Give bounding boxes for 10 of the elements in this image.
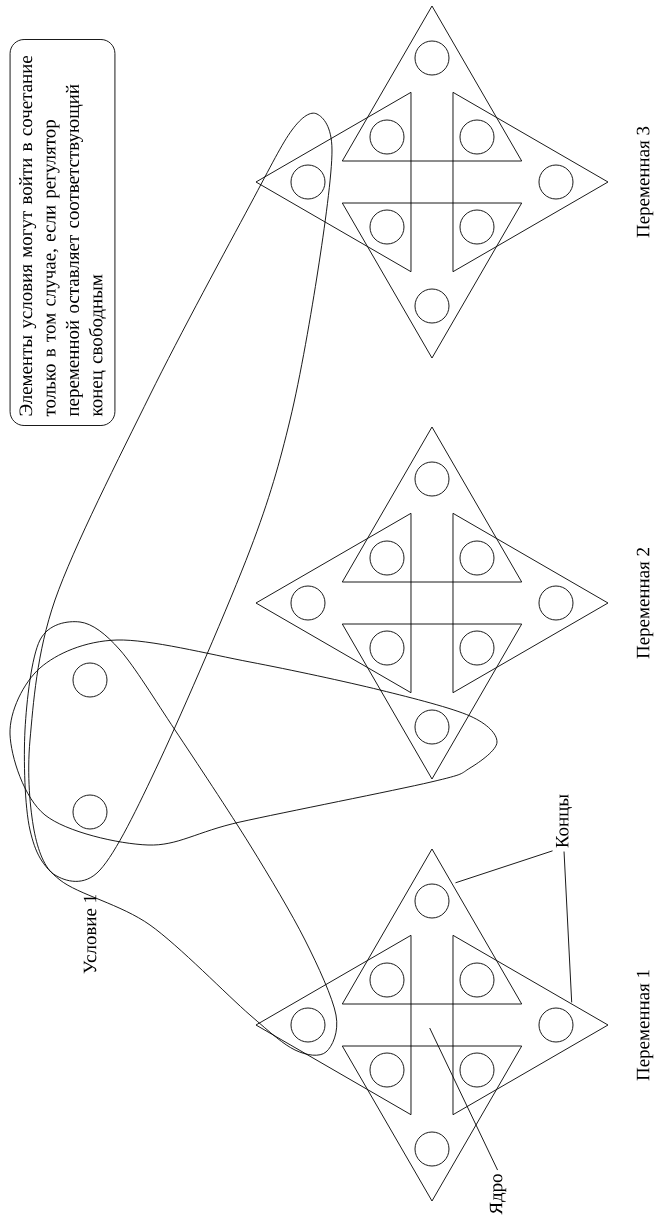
variable-label: Переменная 1 xyxy=(636,970,654,1081)
condition-label: Условие 1 xyxy=(83,895,97,974)
callout-text: Концы xyxy=(555,794,572,848)
variable-label: Переменная 3 xyxy=(636,126,654,238)
leader-line xyxy=(455,850,554,884)
variable-label: Переменная 2 xyxy=(636,548,654,659)
leader-line xyxy=(563,851,573,1003)
note-box: Элементы условия могут войти в сочетание только в том случае, если регулятор переменной оставляет соответствующий конец свободным xyxy=(9,39,116,426)
callout-text: Ядро xyxy=(489,1174,507,1215)
leader-line xyxy=(429,1027,498,1171)
